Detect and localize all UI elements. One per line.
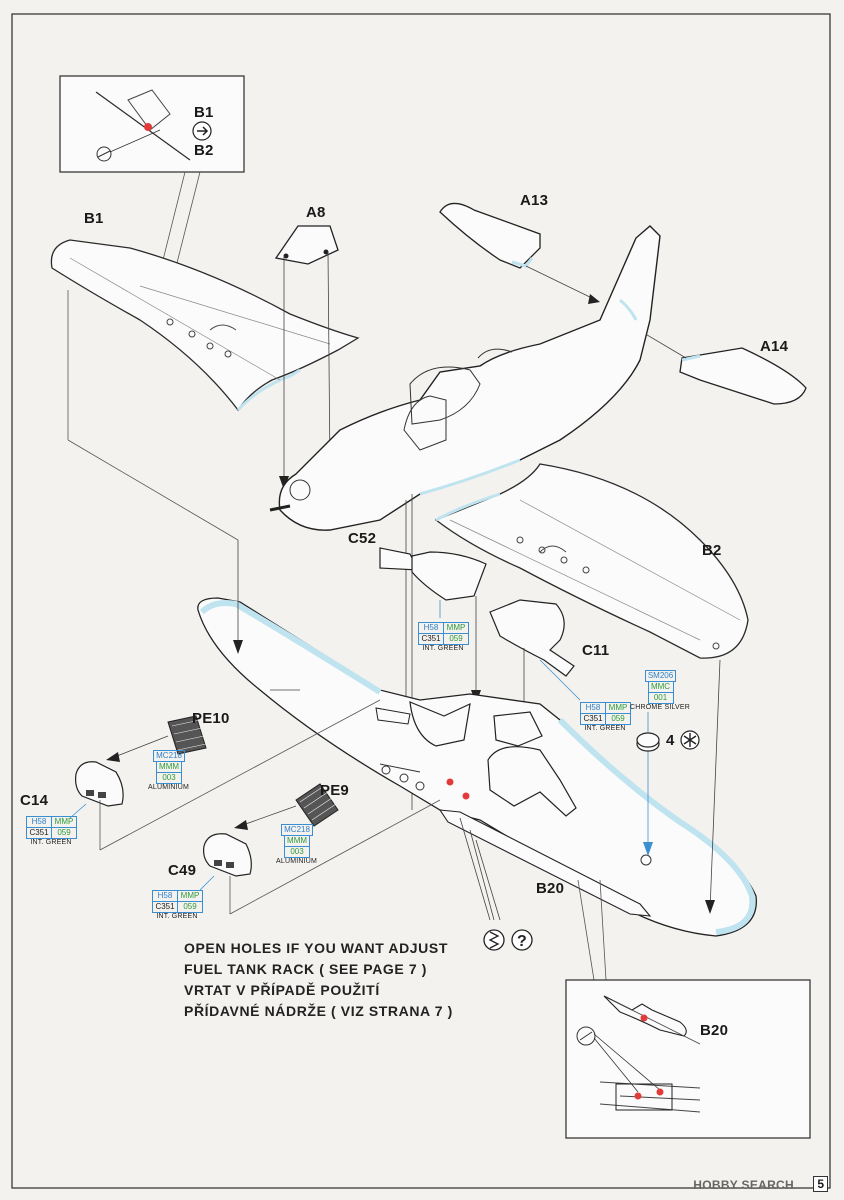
label-c11: C11 xyxy=(582,642,610,659)
question-icon: ? xyxy=(511,929,533,951)
wing-b1 xyxy=(50,239,360,412)
lower-wing xyxy=(67,290,757,937)
marker-dot xyxy=(640,1014,648,1022)
marker-dot xyxy=(656,1088,664,1096)
part-b20 xyxy=(438,809,652,921)
note-en-line1: OPEN HOLES IF YOU WANT ADJUST xyxy=(184,940,448,956)
label-b1-inset: B1 xyxy=(194,104,214,121)
page-frame xyxy=(11,13,831,1189)
part-c49 xyxy=(199,799,441,915)
paint-callout-c49: H58 MMP C351 059 INT. GREEN xyxy=(152,890,203,922)
paint-callout-pe9: MC218 MMM 003 ALUMINIUM xyxy=(276,824,318,865)
marker-dot xyxy=(144,123,152,131)
note-en-line2: FUEL TANK RACK ( SEE PAGE 7 ) xyxy=(184,961,427,977)
label-pe9: PE9 xyxy=(320,782,349,799)
paint-callout-pe10: MC218 MMM 003 ALUMINIUM xyxy=(148,750,190,791)
wing-b2 xyxy=(434,463,749,659)
label-a13: A13 xyxy=(520,192,549,209)
note-cz-line2: PŘÍDAVNÉ NÁDRŽE ( VIZ STRANA 7 ) xyxy=(184,1003,453,1019)
fuselage xyxy=(269,225,661,810)
part-pe10 xyxy=(106,715,207,762)
part-a13 xyxy=(439,202,600,304)
drill-icon xyxy=(483,929,505,951)
part-4 xyxy=(636,712,660,752)
marker-dot xyxy=(634,1092,642,1100)
label-a8: A8 xyxy=(306,204,326,221)
label-b2-inset: B2 xyxy=(194,142,214,159)
paint-callout-c11: H58 MMP C351 059 INT. GREEN xyxy=(580,702,631,734)
label-b2: B2 xyxy=(702,542,722,559)
inset-b20 xyxy=(565,879,811,1139)
star-icon xyxy=(680,730,700,750)
watermark: HOBBY SEARCH xyxy=(693,1178,794,1192)
label-b20-inset: B20 xyxy=(700,1022,729,1039)
note-cz-line1: VRTAT V PŘÍPADĚ POUŽITÍ xyxy=(184,982,380,998)
label-pe10: PE10 xyxy=(192,710,230,727)
part-pe9 xyxy=(234,783,339,830)
label-a14: A14 xyxy=(760,338,789,355)
paint-callout-chrome: SM206 MMC 001 CHROME SILVER xyxy=(630,670,691,711)
hole-marker xyxy=(462,792,470,800)
page-number: 5 xyxy=(813,1176,828,1192)
svg-text:?: ? xyxy=(517,933,527,950)
part-c52 xyxy=(379,547,487,704)
part-a14 xyxy=(624,320,807,405)
label-part-4: 4 xyxy=(666,732,675,749)
paint-callout-c14: H58 MMP C351 059 INT. GREEN xyxy=(26,816,77,848)
inset-b1-b2 xyxy=(59,75,245,173)
label-b20: B20 xyxy=(536,880,565,897)
label-b1: B1 xyxy=(84,210,104,227)
part-c14 xyxy=(69,699,381,851)
label-c52: C52 xyxy=(348,530,377,547)
label-c49: C49 xyxy=(168,862,197,879)
paint-callout-c52: H58 MMP C351 059 INT. GREEN xyxy=(418,622,469,654)
glue-icon xyxy=(192,121,212,141)
label-c14: C14 xyxy=(20,792,49,809)
hole-marker xyxy=(446,778,454,786)
